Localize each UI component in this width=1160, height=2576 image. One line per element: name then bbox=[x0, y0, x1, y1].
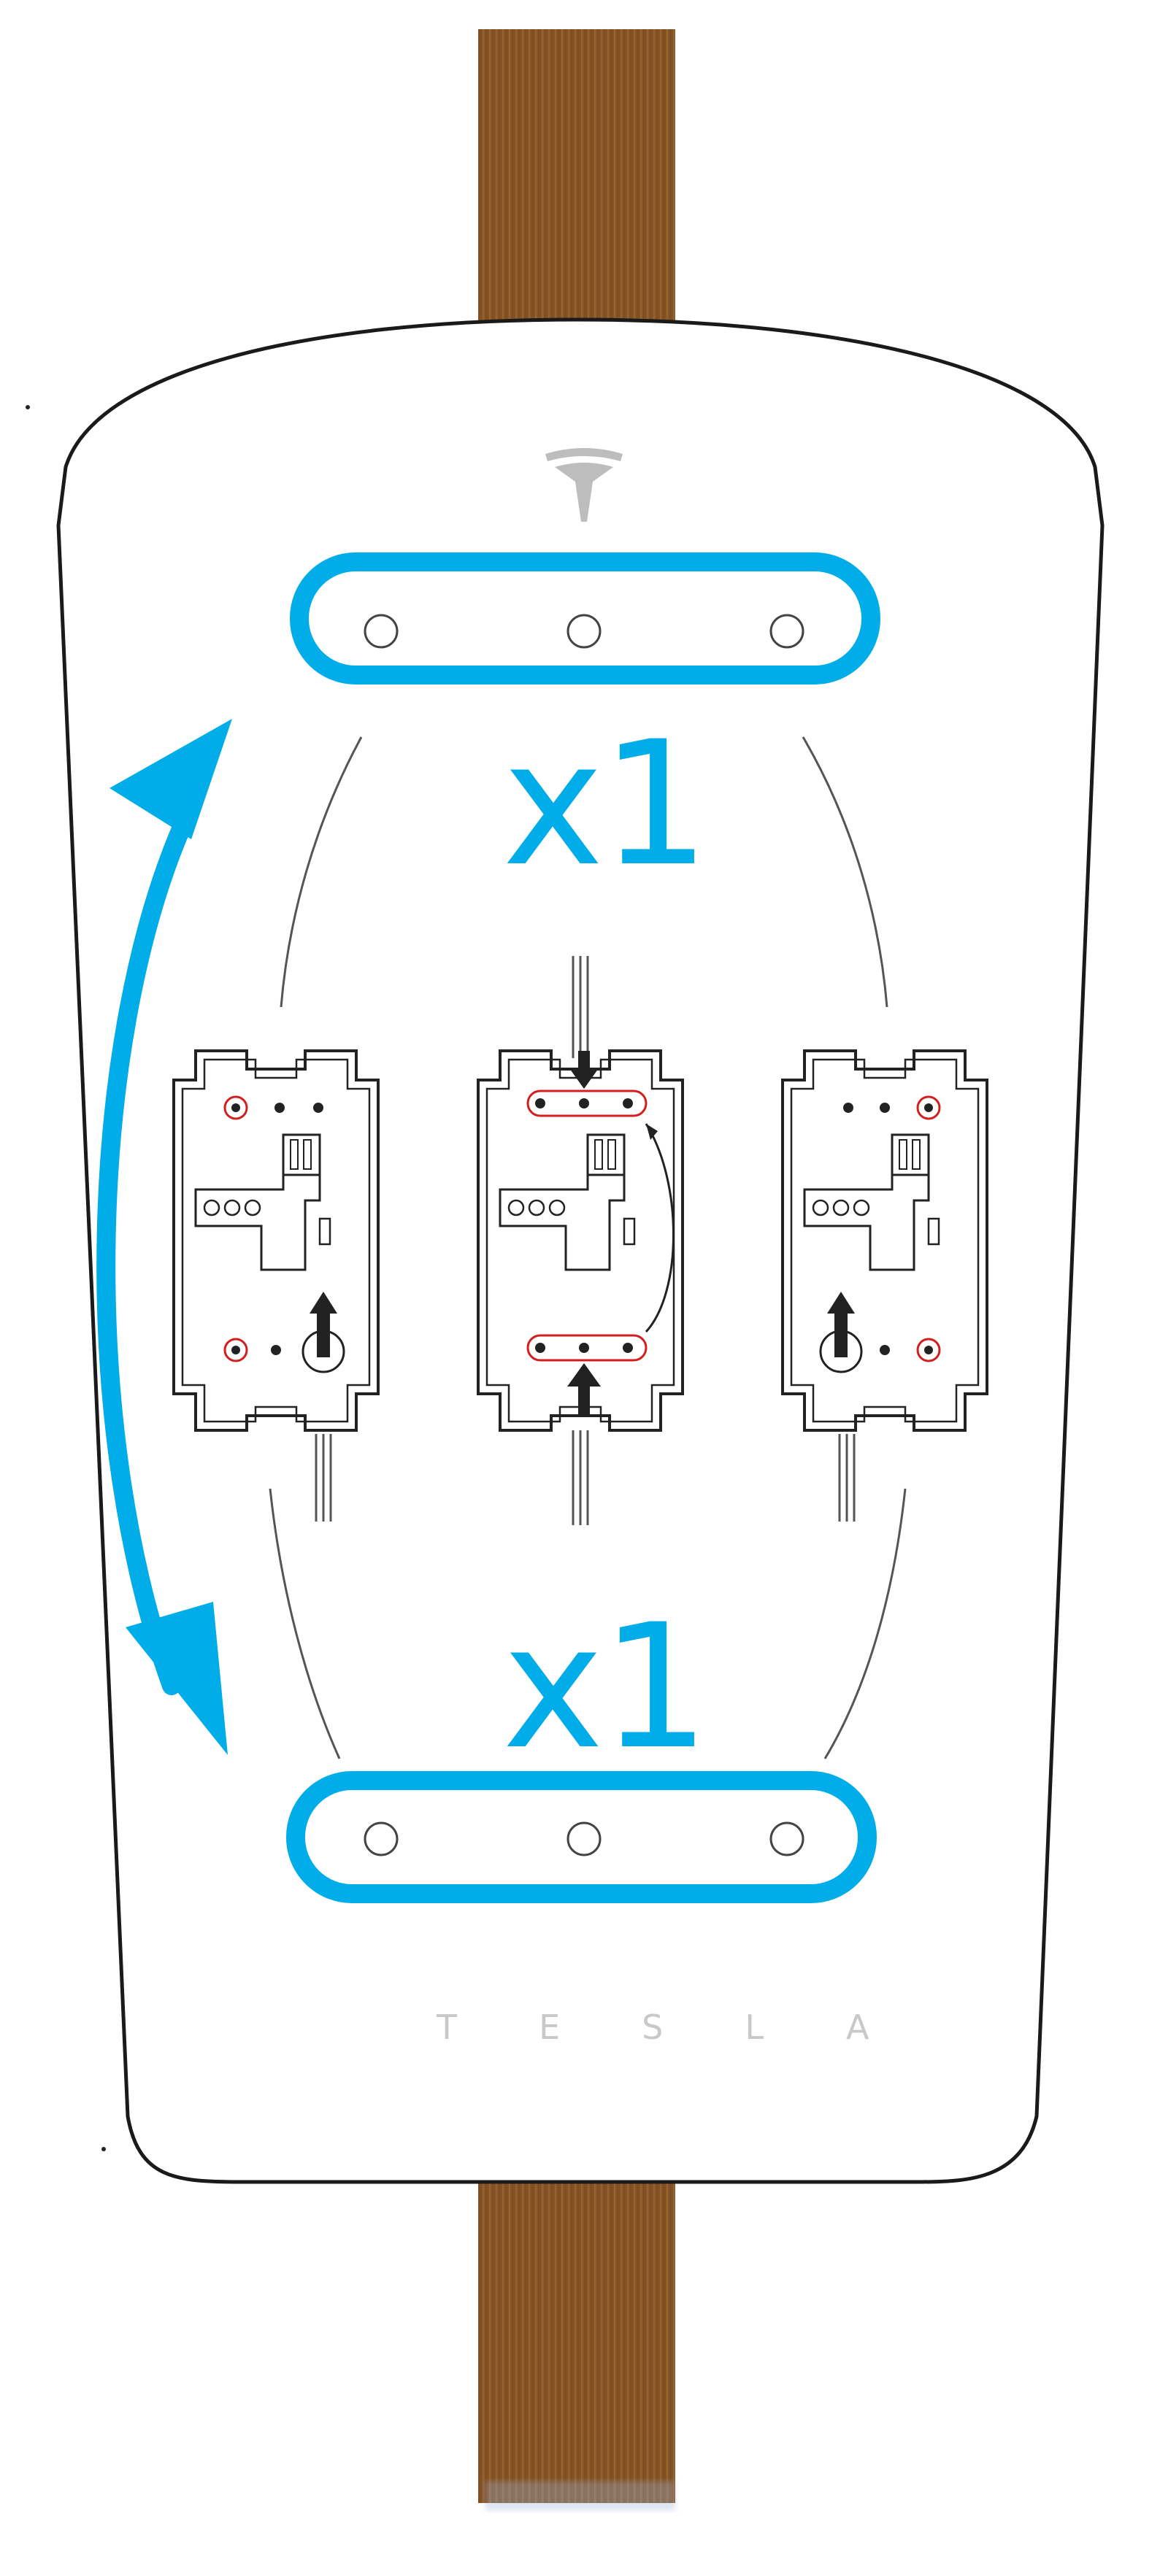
bracket-hole bbox=[566, 614, 602, 649]
center-plate bbox=[477, 1049, 684, 1432]
top-bracket bbox=[290, 552, 880, 685]
left-plate bbox=[172, 1049, 380, 1432]
tesla-wordmark: TESLA bbox=[437, 2008, 951, 2047]
top-bracket-quantity-label: x1 bbox=[502, 705, 710, 904]
bracket-hole bbox=[364, 1821, 399, 1856]
guide-lines bbox=[269, 736, 907, 1759]
bracket-hole bbox=[364, 614, 399, 649]
swap-arrow bbox=[96, 719, 232, 1755]
bottom-bracket-quantity-label: x1 bbox=[502, 1588, 710, 1787]
bottom-bracket bbox=[286, 1771, 877, 1903]
wood-stud-top bbox=[478, 29, 675, 372]
bracket-hole bbox=[769, 614, 804, 649]
bracket-hole bbox=[769, 1821, 804, 1856]
tesla-t-logo bbox=[545, 448, 623, 522]
wood-stud-bottom bbox=[478, 2153, 675, 2503]
bracket-hole bbox=[566, 1821, 602, 1856]
right-plate bbox=[781, 1049, 988, 1432]
